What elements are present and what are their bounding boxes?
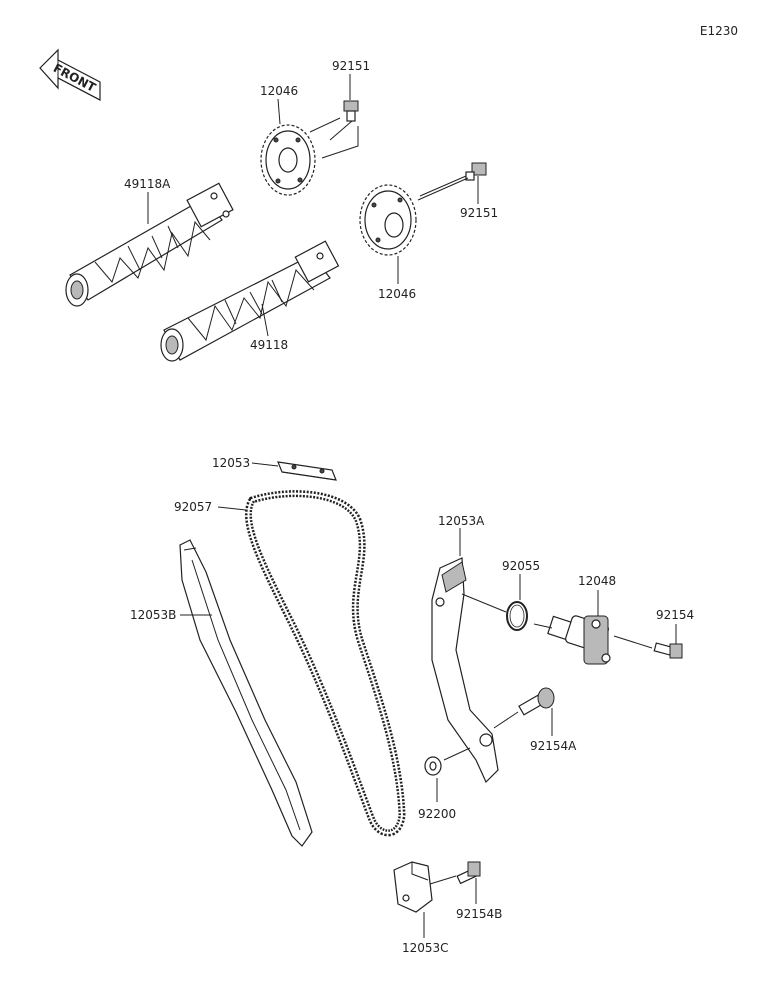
- label-cam-chain: 92057: [174, 500, 212, 514]
- bolt-upper-right: [465, 162, 487, 181]
- camshaft-exhaust: [65, 182, 234, 307]
- guide-right: [431, 557, 499, 784]
- front-arrow-icon: FRONT: [39, 48, 101, 101]
- label-bolt-tensioner: 92154: [656, 608, 694, 622]
- label-guide-bottom: 12053C: [402, 941, 449, 955]
- cam-chain: [245, 490, 406, 837]
- tensioner: [533, 615, 611, 665]
- label-washer: 92200: [418, 807, 456, 821]
- label-sprocket-left: 12046: [260, 84, 298, 98]
- leader-bolt-upper-right: [417, 175, 469, 201]
- leader-guide-top: [251, 462, 279, 467]
- bolt-tensioner: [653, 642, 683, 659]
- label-bolt-bottom: 92154B: [456, 907, 502, 921]
- leader-bolt-guide-pivot: [493, 708, 553, 736]
- leader-bolt-upper-left-to-sprocket: [309, 117, 359, 159]
- leader-label-sprocket-left: [277, 98, 281, 125]
- leader-guide-bottom: [423, 875, 457, 938]
- leader-bolt-tensioner: [613, 624, 677, 649]
- label-guide-right: 12053A: [438, 514, 485, 528]
- guide-bottom: [393, 861, 433, 913]
- label-guide-top: 12053: [212, 456, 250, 470]
- leader-cam-chain: [217, 506, 247, 511]
- label-bolt-upper-right: 92151: [460, 206, 498, 220]
- bolt-guide-pivot: [518, 687, 555, 716]
- guide-top: [277, 461, 337, 481]
- label-oring: 92055: [502, 559, 540, 573]
- label-bolt-guide-pivot: 92154A: [530, 739, 577, 753]
- bolt-upper-left: [343, 100, 359, 122]
- leader-washer: [436, 747, 471, 802]
- washer: [424, 756, 442, 776]
- label-guide-left: 12053B: [130, 608, 176, 622]
- sprocket-right: [359, 184, 417, 256]
- label-camshaft-exhaust: 49118A: [124, 177, 171, 191]
- sprocket-left: [260, 124, 316, 196]
- diagram-code: E1230: [700, 24, 738, 38]
- label-sprocket-right: 12046: [378, 287, 416, 301]
- bolt-bottom: [456, 861, 481, 885]
- oring: [506, 601, 528, 631]
- label-tensioner: 12048: [578, 574, 616, 588]
- label-camshaft-intake: 49118: [250, 338, 288, 352]
- leader-oring: [461, 574, 521, 613]
- camshaft-intake: [160, 240, 340, 362]
- guide-left: [179, 539, 313, 847]
- leader-label-camshaft-intake: [261, 303, 269, 337]
- label-bolt-upper-left: 92151: [332, 59, 370, 73]
